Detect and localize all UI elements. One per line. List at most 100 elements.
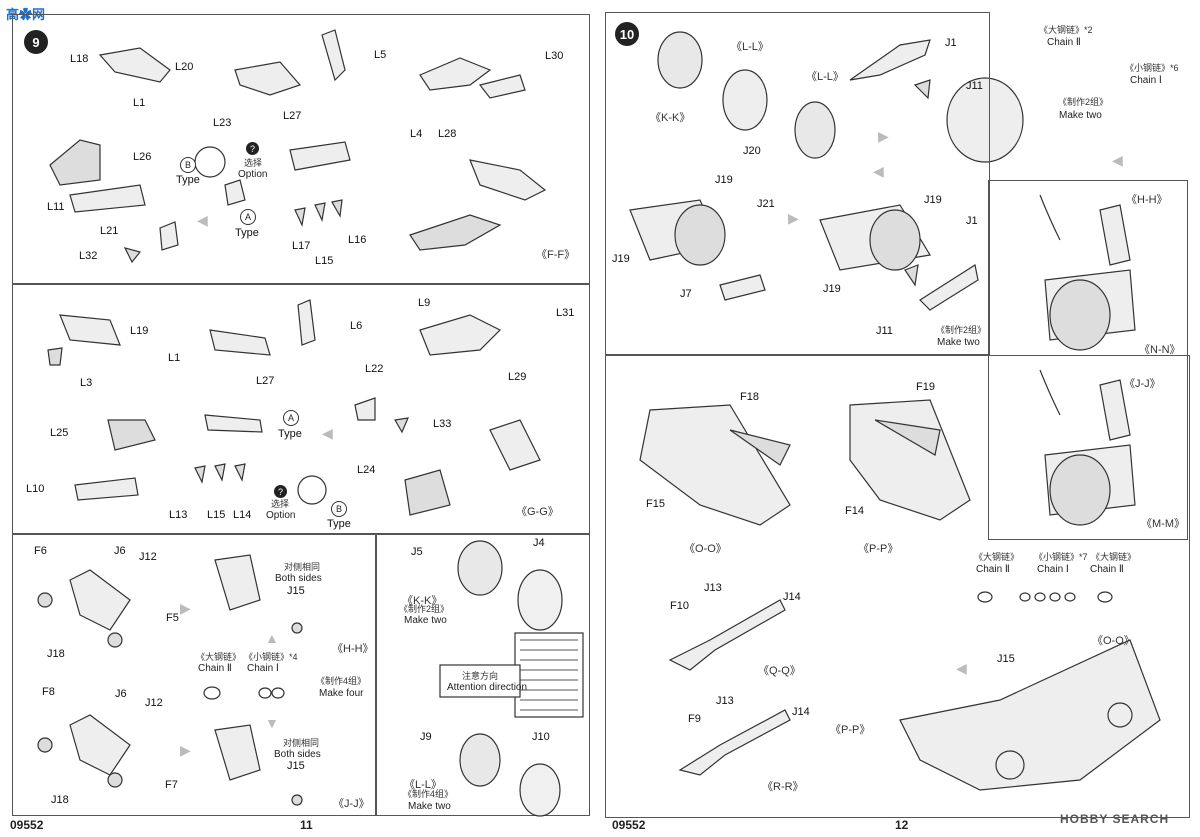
part-label-l18: L18: [70, 53, 89, 65]
section-ff: 《F-F》: [536, 249, 576, 261]
part-label-f14: F14: [845, 505, 864, 517]
gray-arrow-icon: ▼: [265, 715, 279, 731]
part-label-j19d: J19: [823, 283, 841, 295]
part-label-j18b: J18: [51, 794, 69, 806]
part-label-j1b: J1: [966, 215, 978, 227]
step-10-badge: 10: [615, 22, 639, 46]
part-label-j1: J1: [945, 37, 957, 49]
part-label-j5: J5: [411, 546, 423, 558]
type-a-label: Type: [235, 227, 259, 239]
right-footer-code: 09552: [612, 818, 646, 832]
section-ll-r1: 《L-L》: [731, 41, 769, 53]
section-mm: 《M-M》: [1141, 518, 1185, 530]
gray-arrow-icon: ◀: [322, 425, 333, 441]
part-label-j19c: J19: [612, 253, 630, 265]
part-label-l13: L13: [169, 509, 188, 521]
type-a-marker: A: [240, 209, 256, 225]
gray-arrow-icon: ◀: [1112, 152, 1123, 168]
part-label-f10: F10: [670, 600, 689, 612]
part-label-l27: L27: [283, 110, 302, 122]
part-label-l1: L1: [133, 97, 146, 109]
section-jj-left: 《J-J》: [333, 798, 370, 810]
step-9-badge: 9: [24, 30, 48, 54]
part-label-l22: L22: [365, 363, 384, 375]
ll-make-cn: 《制作4组》: [403, 789, 454, 799]
part-label-l24: L24: [357, 464, 376, 476]
section-gg: 《G-G》: [516, 506, 559, 518]
part-label-l21: L21: [100, 225, 119, 237]
part-label-f19: F19: [916, 381, 935, 393]
gray-arrow-icon: ▶: [180, 742, 191, 758]
part-label-f7: F7: [165, 779, 178, 791]
part-label-j20: J20: [743, 145, 761, 157]
left-footer-code: 09552: [10, 818, 44, 832]
part-label-l19: L19: [130, 325, 149, 337]
part-label-f6: F6: [34, 545, 47, 557]
part-label-l28: L28: [438, 128, 457, 140]
part-label-l29: L29: [508, 371, 527, 383]
type-b-marker: B: [180, 157, 196, 173]
right-page-number: 12: [895, 818, 909, 832]
part-label-j9: J9: [420, 731, 432, 743]
part-label-j15: J15: [287, 585, 305, 597]
part-label-f18: F18: [740, 391, 759, 403]
section-hh-r: 《H-H》: [1126, 194, 1168, 206]
part-label-l16: L16: [348, 234, 367, 246]
part-label-j14b: J14: [792, 706, 810, 718]
part-label-j13b: J13: [716, 695, 734, 707]
part-label-j18: J18: [47, 648, 65, 660]
make-two-cn-r2: 《制作2组》: [936, 325, 987, 335]
left-frame-top: [12, 14, 590, 284]
part-label-j7: J7: [680, 288, 692, 300]
make-two-en-r: Make two: [1059, 110, 1102, 121]
left-frame-bottom-right: [376, 534, 590, 816]
part-label-j14: J14: [783, 591, 801, 603]
chain1-cn-b: 《小钢链》*7: [1034, 552, 1088, 562]
option-icon: ?: [246, 142, 259, 155]
chain2-en: Chain Ⅱ: [198, 663, 232, 674]
both-sides-en: Both sides: [275, 573, 322, 584]
section-jj-r: 《J-J》: [1124, 378, 1161, 390]
part-label-j19a: J19: [715, 174, 733, 186]
gray-arrow-icon: ◀: [197, 212, 208, 228]
section-kk-r: 《K-K》: [650, 112, 691, 124]
part-label-j12b: J12: [145, 697, 163, 709]
ll-make-en: Make two: [408, 801, 451, 812]
gray-arrow-icon: ▶: [788, 210, 799, 226]
part-label-l4: L4: [410, 128, 423, 140]
right-frame-side: [988, 180, 1188, 540]
chain1-cn: 《小钢链》*4: [244, 652, 298, 662]
gray-arrow-icon: ▶: [878, 128, 889, 144]
section-ll-r2: 《L-L》: [806, 71, 844, 83]
option-cn-gg: 选择: [271, 499, 290, 509]
section-pp: 《P-P》: [858, 543, 899, 555]
chain1-cn-r: 《小钢链》*6: [1125, 63, 1179, 73]
chain1-en-r: Chain Ⅰ: [1130, 75, 1162, 86]
part-label-j19b: J19: [924, 194, 942, 206]
gray-arrow-icon: ▲: [265, 630, 279, 646]
make-two-en-r2: Make two: [937, 337, 980, 348]
part-label-l3: L3: [80, 377, 93, 389]
gray-arrow-icon: ◀: [873, 163, 884, 179]
option-en: Option: [238, 169, 268, 180]
type-b-label: Type: [176, 174, 200, 186]
type-b-label-gg: Type: [327, 518, 351, 530]
chain2-cn: 《大钢链》: [196, 652, 242, 662]
type-b-marker-gg: B: [331, 501, 347, 517]
part-label-l9: L9: [418, 297, 431, 309]
part-label-j13: J13: [704, 582, 722, 594]
part-label-l32: L32: [79, 250, 98, 262]
part-label-l5: L5: [374, 49, 387, 61]
make-two-cn-r: 《制作2组》: [1058, 97, 1109, 107]
part-label-f5: F5: [166, 612, 179, 624]
part-label-j15-r: J15: [997, 653, 1015, 665]
gray-arrow-icon: ◀: [956, 660, 967, 676]
part-label-l17: L17: [292, 240, 311, 252]
part-label-l15-gg: L15: [207, 509, 226, 521]
chain2-cn-r: 《大钢链》*2: [1039, 25, 1093, 35]
left-frame-mid: [12, 284, 590, 534]
part-label-j15b: J15: [287, 760, 305, 772]
part-label-l6: L6: [350, 320, 363, 332]
type-a-marker-gg: A: [283, 410, 299, 426]
make-four-en: Make four: [319, 688, 364, 699]
